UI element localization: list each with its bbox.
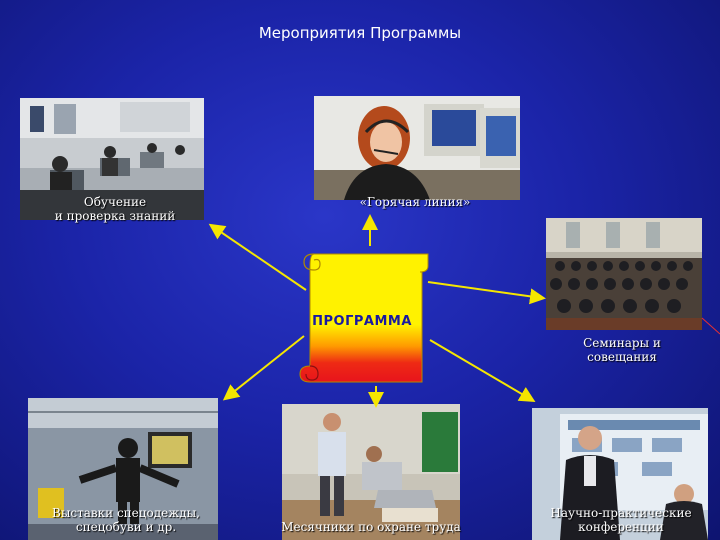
training-caption: Обучение и проверка знаний [54, 195, 176, 223]
safety-month-caption: Месячники по охране труда [281, 520, 461, 534]
arrow-conference [429, 339, 536, 403]
decor-line [701, 317, 720, 335]
training-photo [20, 98, 204, 220]
program-scroll [296, 248, 436, 388]
seminar-photo [546, 218, 702, 330]
hotline-photo [314, 96, 520, 200]
exhibition-photo [28, 398, 218, 540]
hotline-caption: «Горячая линия» [359, 195, 471, 209]
exhibition-caption: Выставки спецодежды, спецобуви и др. [52, 506, 200, 534]
conference-photo [532, 408, 708, 540]
conference-caption: Научно-практические конференции [550, 506, 692, 534]
safety-month-photo [282, 404, 460, 540]
arrow-exhibition [222, 335, 305, 401]
arrow-training [208, 223, 307, 291]
page-title: Мероприятия Программы [258, 24, 462, 42]
arrow-seminar [427, 281, 546, 305]
seminar-caption: Семинары и совещания [583, 336, 661, 364]
program-label: ПРОГРАММА [312, 314, 412, 329]
